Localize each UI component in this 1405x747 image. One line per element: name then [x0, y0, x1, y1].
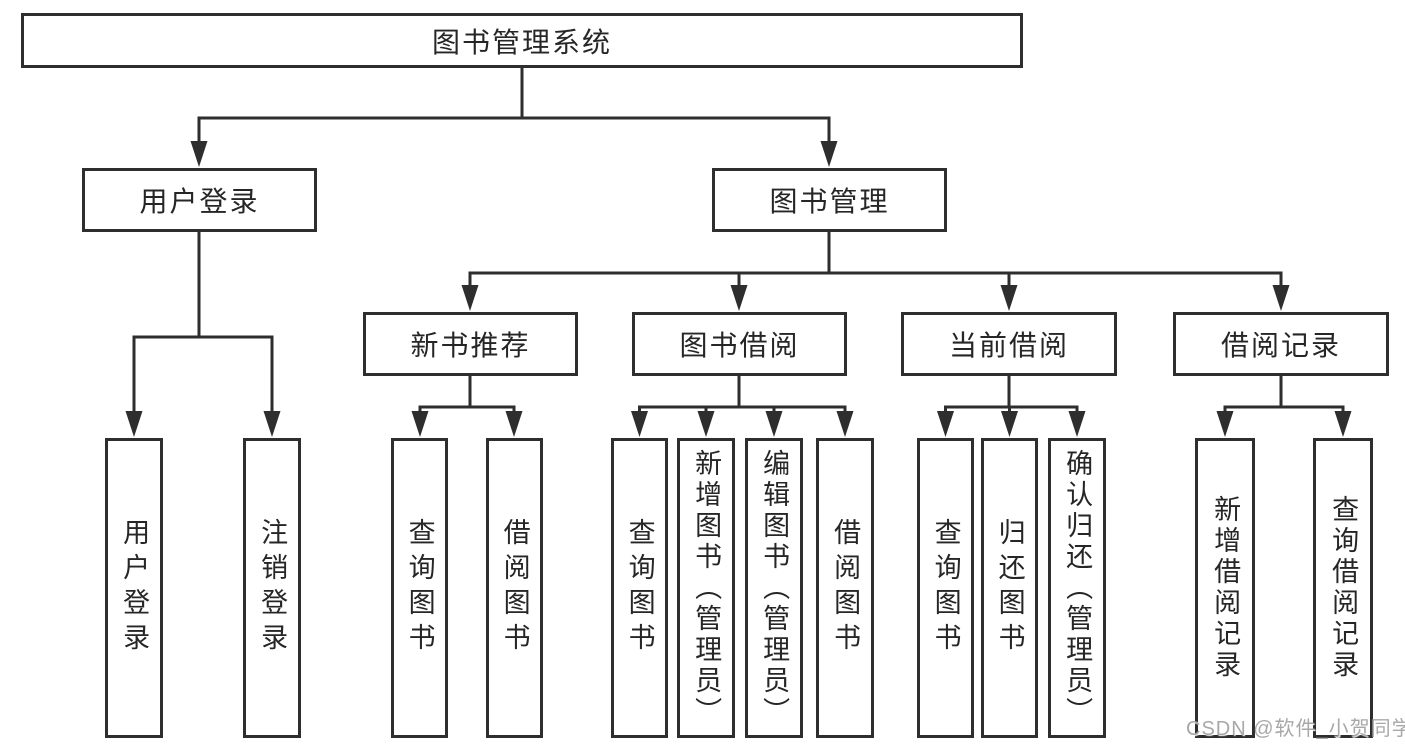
node-label: 图书管理 — [769, 186, 890, 217]
node-label: 当前借阅 — [948, 330, 1069, 361]
node-new-book-recommend: 新书推荐 — [363, 312, 578, 376]
leaf-edit-books-admin: 编辑图书（管理员） — [745, 438, 803, 738]
leaf-query-books-current: 查询图书 — [917, 438, 974, 738]
leaf-query-books-borrow: 查询图书 — [611, 438, 668, 738]
leaf-label: 借阅图书 — [499, 518, 530, 658]
leaf-add-books-admin: 新增图书（管理员） — [677, 438, 735, 738]
leaf-logout: 注销登录 — [243, 438, 301, 738]
node-book-borrow: 图书借阅 — [632, 312, 847, 376]
leaf-label: 归还图书 — [994, 518, 1025, 658]
leaf-label: 新增图书（管理员） — [691, 448, 722, 728]
leaf-label: 借阅图书 — [830, 518, 861, 658]
leaf-borrow-books-recommend: 借阅图书 — [486, 438, 543, 738]
leaf-label: 查询借阅记录 — [1328, 495, 1359, 681]
node-user-login: 用户登录 — [82, 168, 317, 232]
leaf-query-borrow-record: 查询借阅记录 — [1313, 438, 1373, 738]
node-label: 新书推荐 — [410, 330, 531, 361]
node-root-system: 图书管理系统 — [21, 13, 1023, 68]
leaf-confirm-return-admin: 确认归还（管理员） — [1048, 438, 1106, 738]
node-label: 借阅记录 — [1220, 330, 1341, 361]
leaf-label: 查询图书 — [404, 518, 435, 658]
node-borrow-records: 借阅记录 — [1173, 312, 1389, 376]
node-label: 用户登录 — [139, 186, 260, 217]
node-current-borrow: 当前借阅 — [901, 312, 1117, 376]
node-label: 图书借阅 — [679, 330, 800, 361]
leaf-user-login: 用户登录 — [105, 438, 163, 738]
leaf-label: 查询图书 — [624, 518, 655, 658]
leaf-label: 查询图书 — [930, 518, 961, 658]
leaf-label: 新增借阅记录 — [1210, 495, 1241, 681]
leaf-borrow-books: 借阅图书 — [816, 438, 874, 738]
leaf-add-borrow-record: 新增借阅记录 — [1195, 438, 1255, 738]
leaf-query-books-recommend: 查询图书 — [391, 438, 448, 738]
node-book-management: 图书管理 — [712, 168, 947, 232]
leaf-label: 注销登录 — [257, 518, 288, 658]
leaf-label: 确认归还（管理员） — [1062, 448, 1093, 728]
leaf-return-books: 归还图书 — [981, 438, 1038, 738]
node-label: 图书管理系统 — [431, 26, 612, 58]
csdn-watermark: CSDN @软件_小贺同学 — [1186, 718, 1405, 740]
leaf-label: 编辑图书（管理员） — [759, 448, 790, 728]
leaf-label: 用户登录 — [119, 518, 150, 658]
